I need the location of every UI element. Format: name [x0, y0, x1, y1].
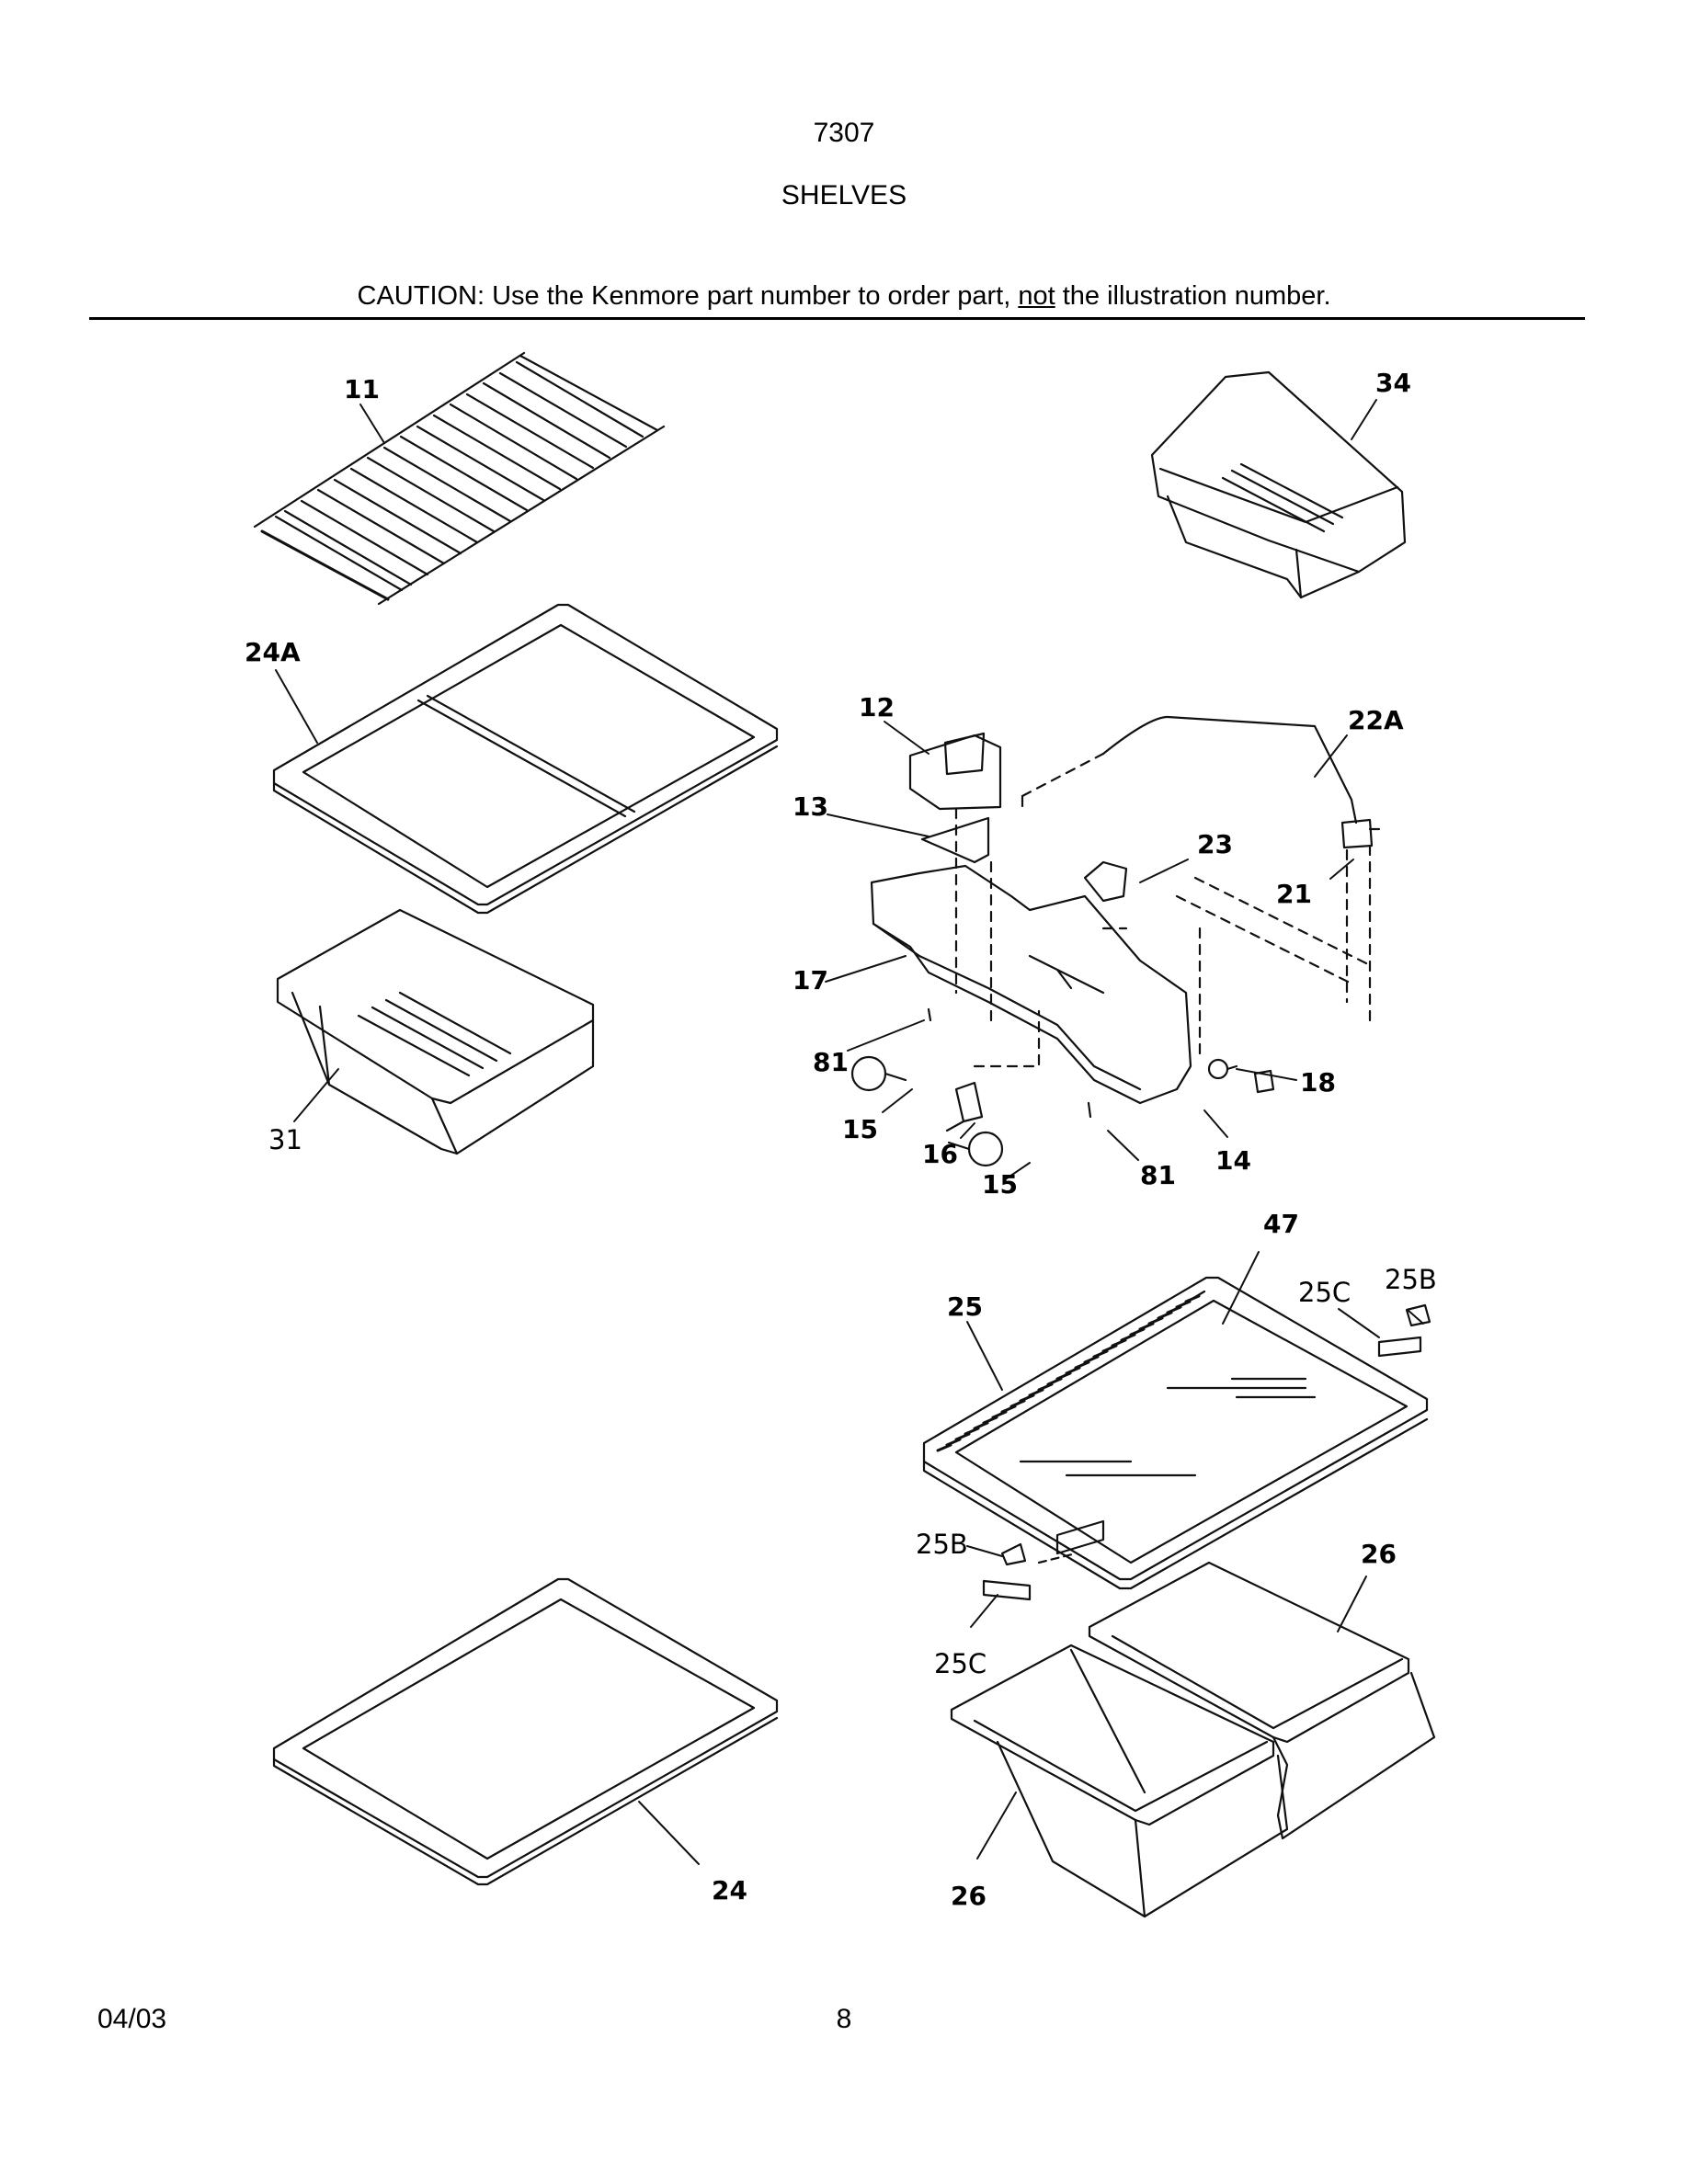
model-number: 7307	[813, 118, 875, 148]
callout-21: 21	[1276, 879, 1312, 909]
callout-24a: 24A	[245, 637, 301, 667]
callout-25b-upper: 25B	[1385, 1264, 1437, 1295]
callout-26-upper: 26	[1361, 1539, 1397, 1569]
callout-22a: 22A	[1348, 705, 1404, 735]
bin-part-34	[1150, 370, 1407, 599]
callout-31: 31	[268, 1124, 302, 1155]
callout-18: 18	[1300, 1067, 1336, 1098]
revision-date: 04/03	[97, 2004, 167, 2034]
callout-25: 25	[947, 1291, 983, 1322]
callout-25c-lower: 25C	[934, 1648, 987, 1679]
callout-labels: 11 34 24A 12 22A 13 23 21 17 81 18 15 16…	[245, 368, 1437, 1911]
callout-81-upper: 81	[813, 1047, 849, 1077]
crisper-drawer-part-26-right	[1088, 1561, 1436, 1840]
callout-15-right: 15	[982, 1169, 1018, 1200]
crisper-cover-part-25	[922, 1276, 1431, 1601]
caution-note: CAUTION: Use the Kenmore part number to …	[0, 281, 1688, 312]
callout-23: 23	[1197, 829, 1233, 859]
drawer-part-31	[276, 908, 595, 1155]
wire-shelf-part	[253, 351, 666, 606]
callout-25c-upper: 25C	[1298, 1277, 1351, 1308]
callout-34: 34	[1375, 368, 1411, 398]
callout-16: 16	[922, 1139, 958, 1169]
callout-25b-lower: 25B	[916, 1529, 968, 1560]
glass-shelf-part-24	[272, 1577, 779, 1886]
section-title: SHELVES	[781, 180, 907, 210]
caution-underlined: not	[1018, 281, 1055, 311]
callout-14: 14	[1215, 1145, 1251, 1176]
callout-26-lower: 26	[951, 1881, 987, 1911]
callout-13: 13	[793, 791, 828, 822]
callout-81-lower: 81	[1140, 1160, 1176, 1190]
crisper-cover-vents	[936, 1294, 1201, 1452]
page-number: 8	[836, 2004, 852, 2034]
glass-shelf-part-24a	[272, 603, 779, 915]
crisper-drawer-part-26-left	[950, 1644, 1289, 1918]
caution-prefix: CAUTION: Use the Kenmore part number to …	[357, 281, 1019, 311]
header-rule	[89, 317, 1585, 320]
callout-47: 47	[1263, 1209, 1299, 1239]
callout-11: 11	[344, 374, 380, 404]
callout-12: 12	[859, 692, 895, 722]
light-housing-assembly	[850, 715, 1381, 1167]
callout-15-left: 15	[842, 1114, 878, 1144]
caution-suffix: the illustration number.	[1055, 281, 1331, 311]
callout-24: 24	[712, 1875, 747, 1905]
callout-leaders	[275, 399, 1424, 1865]
callout-17: 17	[793, 965, 828, 995]
